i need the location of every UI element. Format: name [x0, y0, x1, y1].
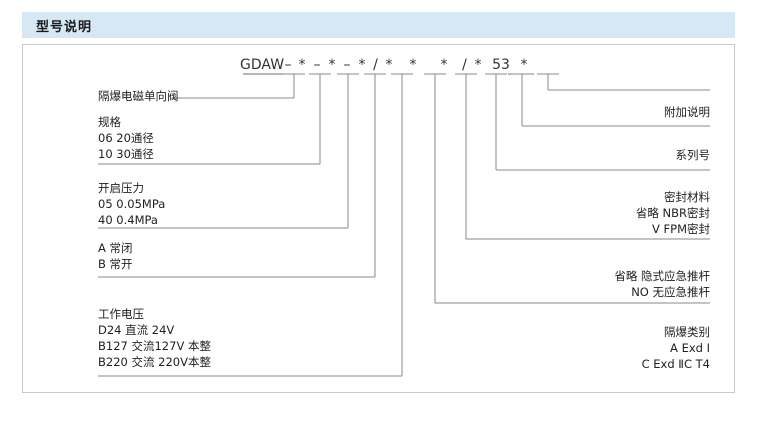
- left-item-working-voltage: 工作电压 D24 直流 24V B127 交流127V 本整 B220 交流 2…: [98, 306, 211, 370]
- model-code-star-1: *: [298, 57, 306, 73]
- left-item-valve-state: A 常闭 B 常开: [98, 240, 133, 272]
- right-item-explosion-proof-category: 隔爆类别 A Exd Ⅰ C Exd ⅡC T4: [642, 324, 710, 372]
- sealing-material-title: 密封材料: [664, 190, 710, 204]
- additional-description-title: 附加说明: [664, 105, 710, 119]
- model-code-base: GDAW: [240, 57, 285, 73]
- series-number-title: 系列号: [675, 148, 711, 162]
- opening-pressure-option-05: 05 0.05MPa: [98, 197, 166, 211]
- valve-state-option-a: A 常闭: [98, 241, 133, 255]
- right-item-additional-description: 附加说明: [664, 104, 710, 120]
- specification-option-10: 10 30通径: [98, 147, 154, 161]
- model-code-star-5: *: [409, 57, 417, 73]
- model-code-dash-1: –: [284, 57, 292, 73]
- left-item-specification: 规格 06 20通径 10 30通径: [98, 114, 154, 162]
- model-code-slash-2: /: [462, 57, 467, 73]
- model-code-series-53: 53: [492, 57, 510, 73]
- page-title: 型号说明: [36, 19, 93, 35]
- model-code-star-4: *: [385, 57, 393, 73]
- sealing-material-option-nbr: 省略 NBR密封: [635, 206, 710, 220]
- working-voltage-option-b220: B220 交流 220V本整: [98, 355, 211, 369]
- diagram-frame: [22, 44, 735, 393]
- explosion-proof-option-c: C Exd ⅡC T4: [641, 357, 710, 371]
- push-rod-option-hidden: 省略 隐式应急推杆: [614, 269, 710, 283]
- right-item-series-number: 系列号: [676, 147, 711, 163]
- model-code-dash-3: –: [343, 57, 351, 73]
- model-code-slash-1: /: [373, 57, 378, 73]
- right-item-sealing-material: 密封材料 省略 NBR密封 V FPM密封: [636, 189, 710, 237]
- model-code-row: GDAW–*–*–*/***/*53*: [240, 57, 532, 73]
- opening-pressure-title: 开启压力: [98, 181, 144, 195]
- left-item-opening-pressure: 开启压力 05 0.05MPa 40 0.4MPa: [98, 180, 165, 228]
- section-header-bar: 型号说明: [22, 12, 735, 38]
- specification-title: 规格: [98, 115, 121, 129]
- left-item-product-name: 隔爆电磁单向阀: [98, 88, 179, 104]
- model-code-star-3: *: [358, 57, 366, 73]
- product-name-line-0: 隔爆电磁单向阀: [98, 89, 179, 103]
- working-voltage-title: 工作电压: [98, 307, 144, 321]
- model-code-star-2: *: [328, 57, 336, 73]
- explosion-proof-title: 隔爆类别: [664, 325, 710, 339]
- model-code-dash-2: –: [313, 57, 321, 73]
- model-code-star-6: *: [440, 57, 448, 73]
- explosion-proof-option-a: A Exd Ⅰ: [670, 341, 710, 355]
- right-item-emergency-push-rod: 省略 隐式应急推杆 NO 无应急推杆: [614, 268, 710, 300]
- model-code-star-8: *: [520, 57, 528, 73]
- working-voltage-option-b127: B127 交流127V 本整: [98, 339, 211, 353]
- sealing-material-option-fpm: V FPM密封: [652, 222, 710, 236]
- valve-state-option-b: B 常开: [98, 257, 133, 271]
- opening-pressure-option-40: 40 0.4MPa: [98, 213, 158, 227]
- model-code-star-7: *: [474, 57, 482, 73]
- push-rod-option-none: NO 无应急推杆: [631, 285, 710, 299]
- specification-option-06: 06 20通径: [98, 131, 154, 145]
- working-voltage-option-d24: D24 直流 24V: [98, 323, 175, 337]
